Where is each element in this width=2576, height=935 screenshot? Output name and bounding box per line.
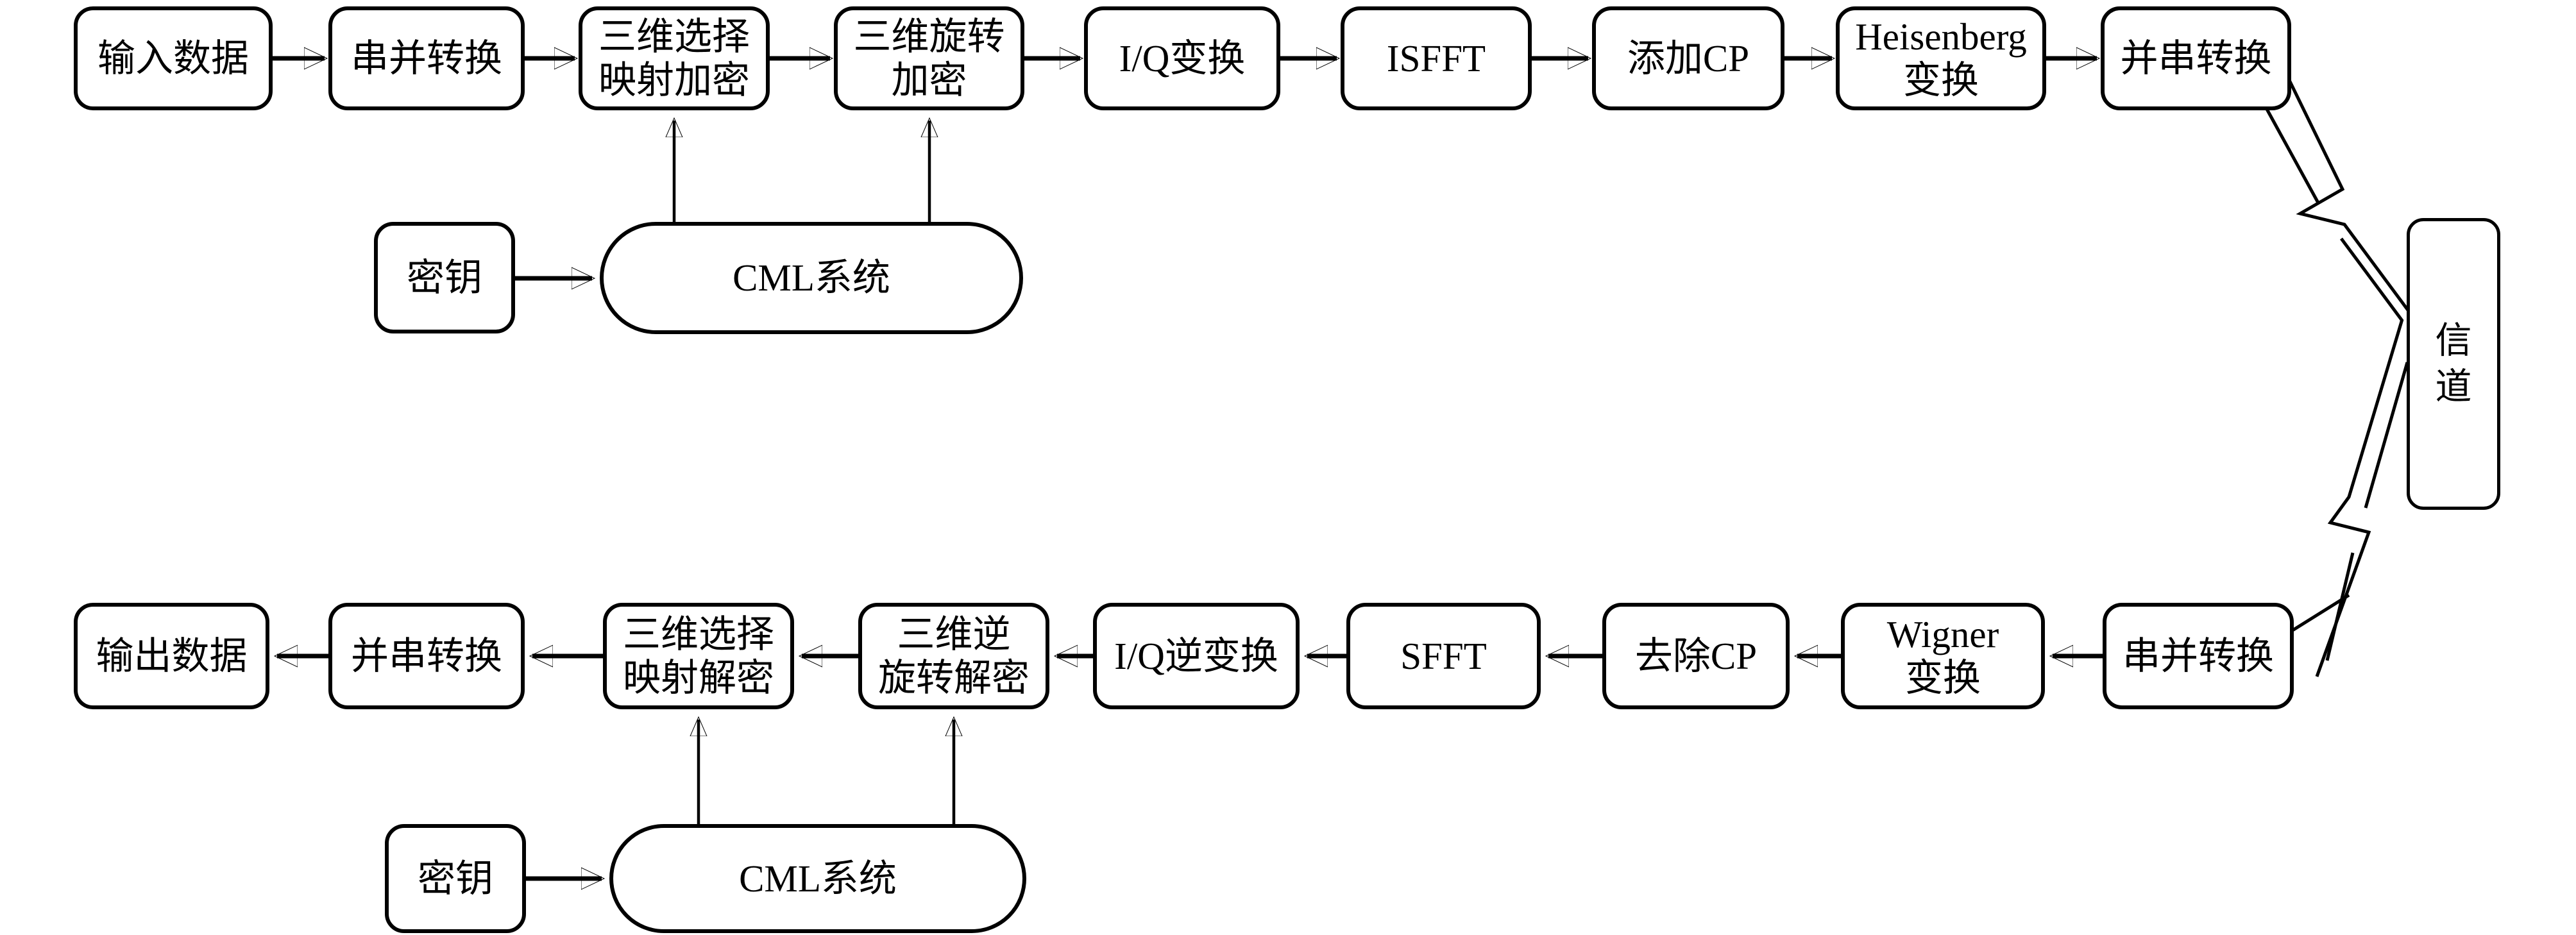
node-label: 三维选择 — [622, 612, 774, 655]
node-label: 映射加密 — [598, 59, 750, 101]
node-label: SFFT — [1400, 634, 1487, 677]
node-label: CML系统 — [733, 257, 890, 299]
node-label: 去除CP — [1634, 634, 1758, 677]
node-label: Heisenberg — [1855, 15, 2027, 58]
node-iq-transform: I/Q变换 — [1084, 6, 1280, 110]
rx-lightning-edge — [2364, 362, 2409, 509]
node-heisenberg-transform: Heisenberg 变换 — [1836, 6, 2046, 110]
node-remove-cp: 去除CP — [1602, 603, 1790, 709]
node-key-rx: 密钥 — [385, 824, 526, 933]
rx-lightning-icon — [2315, 319, 2404, 677]
node-label: 变换 — [1904, 657, 1981, 699]
node-channel: 信 道 — [2407, 218, 2500, 510]
node-iq-inverse-transform: I/Q逆变换 — [1093, 603, 1300, 709]
node-label: I/Q逆变换 — [1114, 634, 1278, 677]
node-label: 加密 — [891, 59, 967, 101]
node-3d-selective-mapping-decrypt: 三维选择 映射解密 — [603, 603, 794, 709]
node-label: I/Q变换 — [1119, 37, 1246, 80]
cml-arrows — [674, 121, 954, 824]
node-3d-rotation-encrypt: 三维旋转 加密 — [834, 6, 1024, 110]
node-label: 三维选择 — [598, 15, 750, 58]
node-label: 输入数据 — [97, 37, 249, 80]
node-label: 旋转解密 — [877, 657, 1030, 699]
node-parallel-to-serial-tx: 并串转换 — [2101, 6, 2291, 110]
node-label: 三维旋转 — [853, 15, 1005, 58]
node-3d-selective-mapping-encrypt: 三维选择 映射加密 — [579, 6, 770, 110]
tx-lightning-edge2 — [2339, 237, 2404, 322]
node-input-data: 输入数据 — [74, 6, 273, 110]
node-add-cp: 添加CP — [1592, 6, 1784, 110]
lightning-bolts — [2251, 51, 2423, 677]
node-serial-to-parallel-rx: 串并转换 — [2103, 603, 2294, 709]
node-key-tx: 密钥 — [374, 222, 515, 333]
node-label: CML系统 — [739, 857, 897, 900]
node-label: 输出数据 — [96, 634, 248, 677]
node-label: 密钥 — [406, 256, 482, 299]
node-label: 映射解密 — [622, 657, 774, 699]
tx-arrows — [273, 58, 2097, 879]
node-isfft: ISFFT — [1341, 6, 1532, 110]
node-label: 道 — [2435, 366, 2472, 407]
node-parallel-to-serial-rx: 并串转换 — [328, 603, 525, 709]
rx-lightning-edge2 — [2325, 552, 2355, 661]
node-label: ISFFT — [1386, 37, 1486, 80]
node-wigner-transform: Wigner 变换 — [1841, 603, 2045, 709]
node-cml-system-tx: CML系统 — [600, 222, 1023, 334]
node-label: 三维逆 — [897, 612, 1011, 655]
node-serial-to-parallel-tx: 串并转换 — [328, 6, 525, 110]
node-output-data: 输出数据 — [74, 603, 269, 709]
node-label: 密钥 — [417, 857, 493, 900]
node-label: 添加CP — [1627, 37, 1750, 80]
node-label: 串并转换 — [2122, 634, 2274, 677]
node-label: 并串转换 — [350, 634, 502, 677]
tx-lightning-icon — [2274, 51, 2423, 330]
node-sfft: SFFT — [1346, 603, 1541, 709]
node-cml-system-rx: CML系统 — [609, 824, 1026, 933]
node-label: 并串转换 — [2120, 37, 2272, 80]
node-3d-inverse-rotation-decrypt: 三维逆 旋转解密 — [858, 603, 1049, 709]
node-label: 变换 — [1902, 59, 1979, 101]
node-label: Wigner — [1886, 612, 1999, 655]
rx-lightning-barb — [2286, 593, 2350, 636]
node-label: 串并转换 — [350, 37, 502, 80]
node-label: 信 — [2435, 321, 2472, 362]
